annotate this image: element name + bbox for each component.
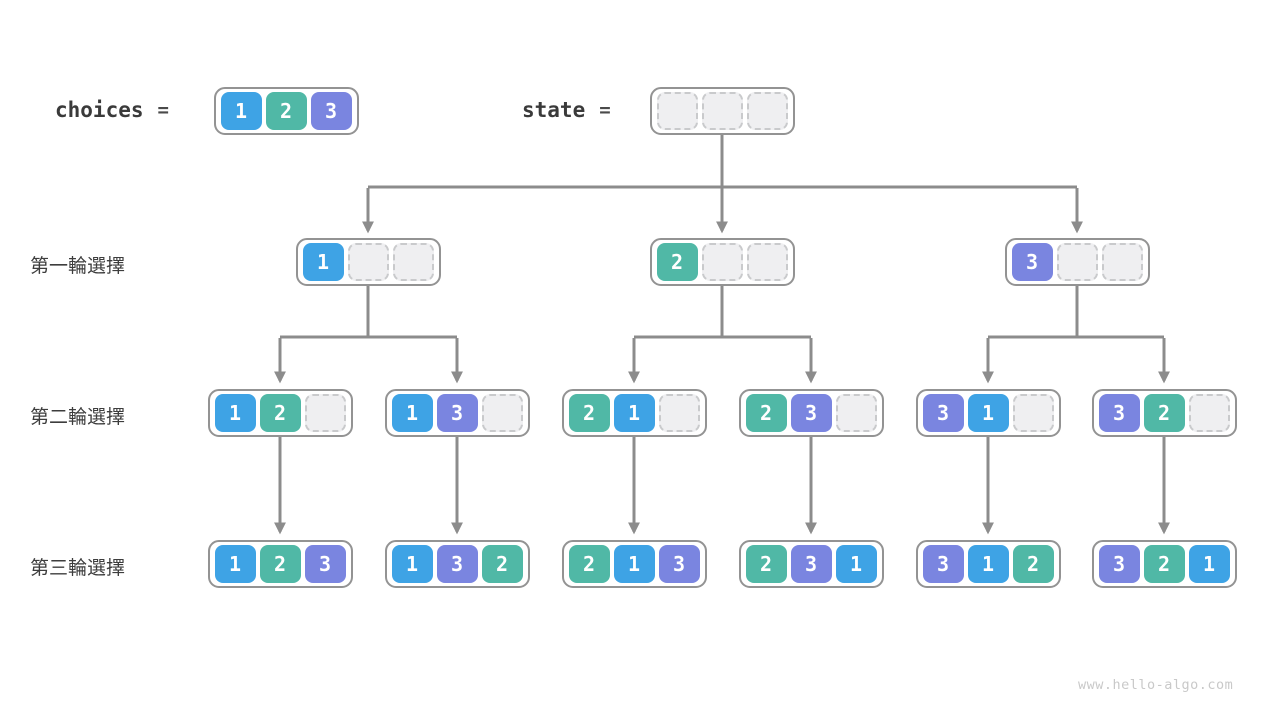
value-cell-2: 2: [259, 545, 301, 583]
empty-cell: [746, 92, 788, 130]
empty-cell: [656, 92, 698, 130]
value-cell-3: 3: [658, 545, 700, 583]
value-cell-1: 1: [967, 545, 1009, 583]
empty-cell: [701, 243, 743, 281]
value-cell-3: 3: [1098, 545, 1140, 583]
value-cell-3: 3: [790, 394, 832, 432]
value-cell-2: 2: [265, 92, 307, 130]
empty-cell: [392, 243, 434, 281]
value-cell-2: 2: [745, 545, 787, 583]
state-equals-sign: =: [599, 99, 611, 121]
value-cell-3: 3: [304, 545, 346, 583]
value-cell-2: 2: [745, 394, 787, 432]
value-cell-1: 1: [1188, 545, 1230, 583]
empty-cell: [481, 394, 523, 432]
round-1-label: 第一輪選擇: [30, 256, 126, 277]
empty-cell: [1101, 243, 1143, 281]
value-cell-2: 2: [259, 394, 301, 432]
empty-cell: [347, 243, 389, 281]
value-cell-2: 2: [481, 545, 523, 583]
empty-cell: [1188, 394, 1230, 432]
choices-label-group: choices =: [55, 98, 169, 122]
value-cell-3: 3: [436, 394, 478, 432]
value-cell-2: 2: [1143, 545, 1185, 583]
value-cell-1: 1: [391, 394, 433, 432]
value-cell-3: 3: [310, 92, 352, 130]
round1-node-3: 3: [1004, 238, 1150, 286]
value-cell-3: 3: [790, 545, 832, 583]
value-cell-1: 1: [613, 545, 655, 583]
value-cell-2: 2: [656, 243, 698, 281]
empty-cell: [835, 394, 877, 432]
value-cell-1: 1: [302, 243, 344, 281]
value-cell-3: 3: [922, 394, 964, 432]
empty-cell: [304, 394, 346, 432]
round-2-label: 第二輪選擇: [30, 407, 126, 428]
state-label: state: [522, 98, 586, 122]
empty-cell: [1056, 243, 1098, 281]
value-cell-2: 2: [1143, 394, 1185, 432]
value-cell-2: 2: [568, 545, 610, 583]
watermark: www.hello-algo.com: [1078, 677, 1234, 693]
round1-node-2: 2: [649, 238, 795, 286]
value-cell-3: 3: [1098, 394, 1140, 432]
value-cell-1: 1: [214, 394, 256, 432]
value-cell-1: 1: [214, 545, 256, 583]
value-cell-1: 1: [220, 92, 262, 130]
value-cell-2: 2: [1012, 545, 1054, 583]
round1-node-1: 1: [295, 238, 441, 286]
empty-cell: [746, 243, 788, 281]
empty-cell: [1012, 394, 1054, 432]
choices-label: choices: [55, 98, 144, 122]
value-cell-1: 1: [613, 394, 655, 432]
state-label-group: state =: [522, 98, 611, 122]
value-cell-1: 1: [835, 545, 877, 583]
state-array-box: [649, 87, 795, 135]
choices-equals-sign: =: [157, 99, 169, 121]
value-cell-3: 3: [1011, 243, 1053, 281]
value-cell-3: 3: [436, 545, 478, 583]
empty-cell: [658, 394, 700, 432]
value-cell-1: 1: [391, 545, 433, 583]
empty-cell: [701, 92, 743, 130]
value-cell-2: 2: [568, 394, 610, 432]
round-3-label: 第三輪選擇: [30, 558, 126, 579]
value-cell-3: 3: [922, 545, 964, 583]
value-cell-1: 1: [967, 394, 1009, 432]
